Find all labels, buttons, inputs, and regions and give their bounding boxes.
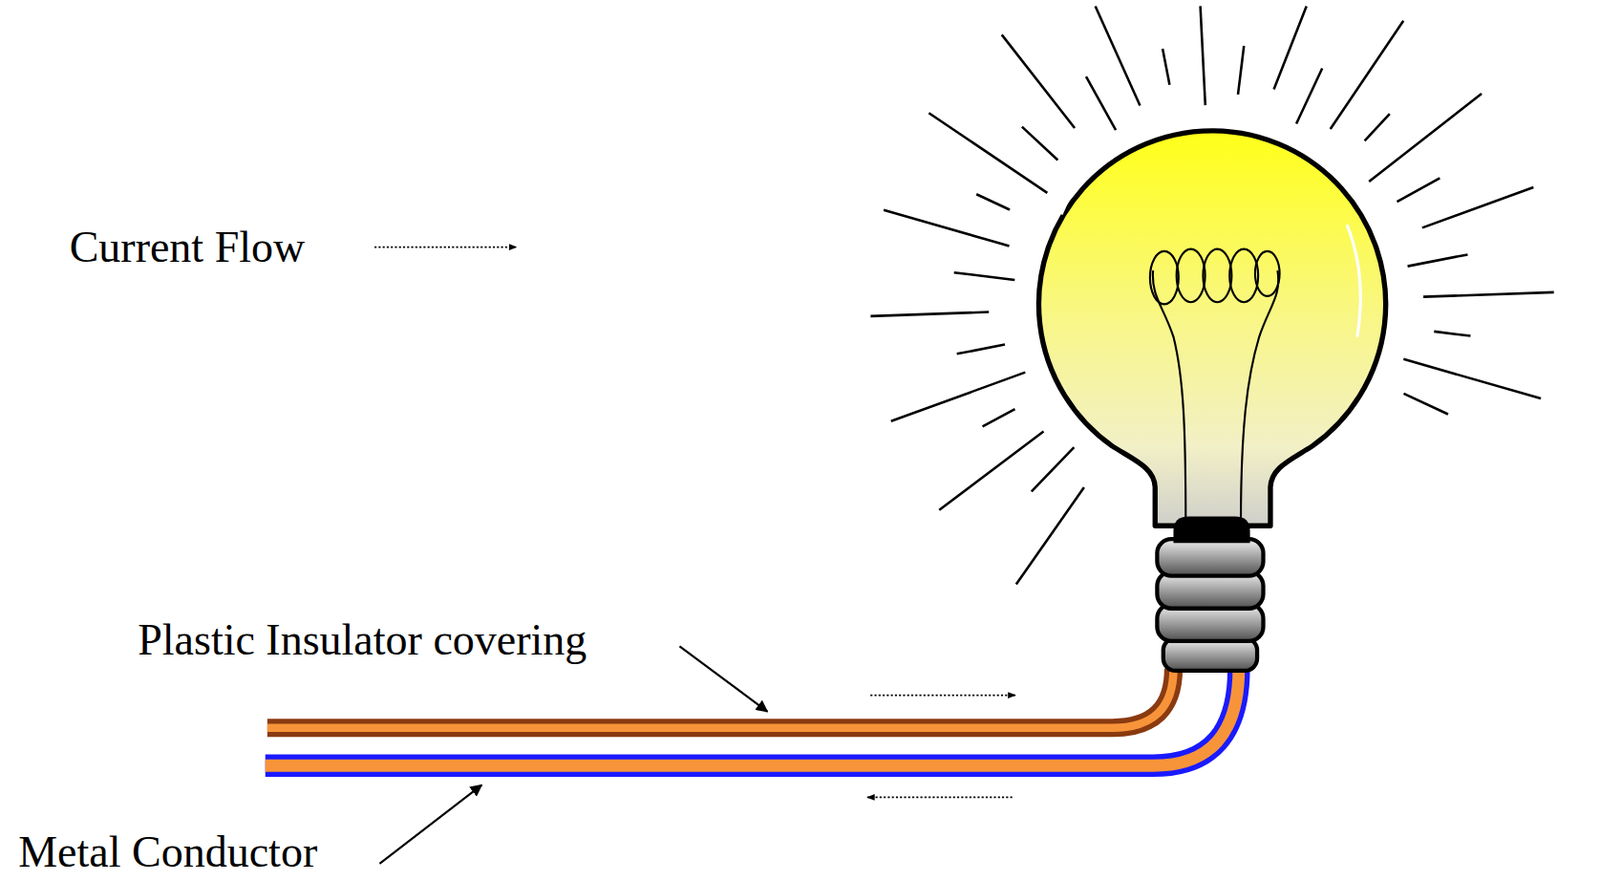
bulb-glass <box>1038 130 1386 526</box>
light-ray <box>1237 45 1244 95</box>
light-ray <box>954 272 1016 280</box>
filament <box>1150 249 1280 527</box>
bulb-cap <box>1173 516 1250 544</box>
light-ray <box>1086 76 1116 130</box>
leader-line <box>679 645 768 711</box>
part-label: Plastic Insulator covering <box>137 615 587 664</box>
insulated-wire <box>265 668 1239 766</box>
light-ray <box>938 430 1044 510</box>
screw-base <box>1156 538 1263 576</box>
light-ray <box>976 193 1010 210</box>
light-ray <box>1403 393 1448 415</box>
wire-conductor <box>265 668 1239 766</box>
part-label: Metal Conductor <box>18 828 318 877</box>
light-ray <box>1200 5 1206 106</box>
light-ray <box>982 408 1016 427</box>
light-ray <box>1162 48 1170 86</box>
light-ray <box>1330 21 1404 129</box>
light-ray <box>1274 5 1307 89</box>
light-ray <box>1423 292 1555 298</box>
light-ray <box>1002 34 1075 128</box>
light-ray <box>883 210 1009 247</box>
light-ray <box>1403 359 1541 399</box>
light-ray <box>957 344 1005 355</box>
legend-text: Current Flow <box>69 222 306 272</box>
light-ray <box>1408 254 1469 266</box>
light-ray <box>1422 187 1534 228</box>
light-ray <box>1022 127 1059 161</box>
light-ray <box>1296 67 1323 124</box>
light-ray <box>1433 331 1471 337</box>
current-flow-arrow <box>867 796 1013 799</box>
leader-line <box>379 785 482 864</box>
light-rays <box>870 5 1554 584</box>
light-ray <box>928 112 1047 193</box>
light-ray <box>1031 447 1075 491</box>
light-ray <box>1095 5 1141 106</box>
light-ray <box>1396 177 1440 202</box>
glass-highlight <box>1346 224 1361 338</box>
light-ray <box>1368 93 1482 182</box>
light-ray <box>1016 487 1085 585</box>
light-ray <box>1365 113 1390 141</box>
glass-highlight <box>1061 143 1123 215</box>
current-flow-sample <box>374 246 516 249</box>
current-flow-arrow <box>870 694 1016 697</box>
light-ray <box>870 312 989 317</box>
